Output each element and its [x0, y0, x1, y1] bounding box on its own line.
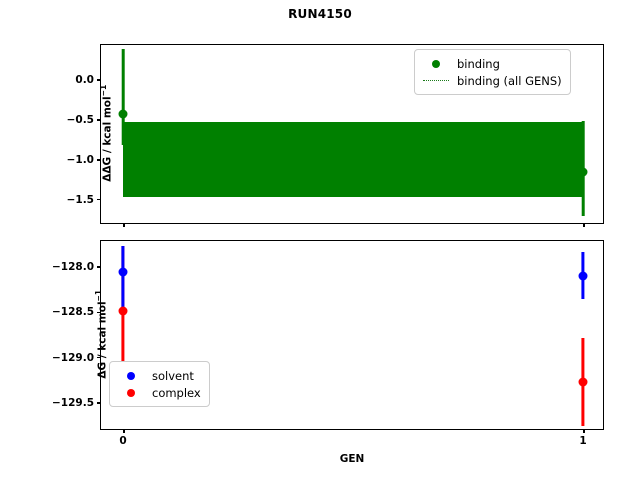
- bottom-xtick-mark: [123, 429, 125, 433]
- bottom-plot-area: [101, 241, 603, 429]
- legend-marker-dot-icon: [116, 371, 146, 380]
- legend-marker-dot-icon: [116, 388, 146, 397]
- top-ytick-mark: [97, 79, 101, 81]
- legend-entry-binding[interactable]: binding: [421, 55, 562, 72]
- binding-marker-gen0: [118, 109, 128, 119]
- complex-marker-gen0: [118, 306, 128, 316]
- legend-label-binding-all-gens: binding (all GENS): [457, 73, 562, 88]
- xtick-label-1: 1: [579, 435, 587, 447]
- top-ytick-label: 0.0: [75, 74, 94, 87]
- top-plot-area: [101, 45, 603, 223]
- bottom-ytick-label: −128.5: [51, 306, 94, 319]
- xtick-label-0: 0: [119, 435, 127, 447]
- top-axes-panel: ΔΔG / kcal mol−1 0.0 −0.5 −1.0 −1.5: [67, 44, 604, 227]
- legend-label-binding: binding: [457, 56, 500, 71]
- bottom-ytick-mark: [97, 266, 101, 268]
- bottom-ytick-label: −129.0: [51, 351, 94, 364]
- top-ytick-label: −0.5: [66, 114, 94, 126]
- complex-marker-gen1: [578, 377, 588, 387]
- top-xtick-mark: [123, 223, 125, 227]
- top-ytick-mark: [97, 159, 101, 161]
- legend-entry-solvent[interactable]: solvent: [116, 367, 201, 384]
- top-xtick-mark: [583, 223, 585, 227]
- legend-entry-complex[interactable]: complex: [116, 384, 201, 401]
- bottom-ytick-label: −128.0: [51, 261, 94, 274]
- legend-marker-dot-icon: [421, 59, 451, 68]
- top-ytick-label: −1.5: [66, 193, 94, 206]
- binding-marker-gen1: [578, 167, 588, 177]
- binding-all-gens-band: [123, 121, 583, 198]
- legend-label-solvent: solvent: [152, 368, 194, 383]
- solvent-marker-gen0: [118, 267, 128, 277]
- top-ytick-label: −1.0: [66, 153, 94, 166]
- bottom-axes-panel: ΔG / kcal mol−1 −128.0 −128.5 −129.0 −12…: [52, 240, 604, 465]
- bottom-ytick-mark: [97, 402, 101, 404]
- legend-dotted-line-icon: [421, 80, 451, 81]
- top-ytick-mark: [97, 198, 101, 201]
- bottom-legend[interactable]: solvent complex: [109, 361, 210, 407]
- bottom-xtick-mark: [583, 429, 585, 433]
- legend-entry-binding-all-gens[interactable]: binding (all GENS): [421, 72, 562, 89]
- bottom-ytick-label: −129.5: [51, 396, 94, 409]
- bottom-ytick-mark: [97, 311, 101, 314]
- legend-label-complex: complex: [152, 385, 201, 400]
- top-legend[interactable]: binding binding (all GENS): [414, 49, 571, 95]
- x-axis-label: GEN: [339, 453, 365, 465]
- binding-errorbar-gen0: [121, 48, 125, 145]
- solvent-marker-gen1: [578, 271, 588, 281]
- bottom-ytick-mark: [97, 356, 101, 359]
- solvent-errorbar-gen0: [121, 246, 125, 314]
- figure-title: RUN4150: [288, 7, 352, 21]
- top-ytick-mark: [97, 119, 101, 121]
